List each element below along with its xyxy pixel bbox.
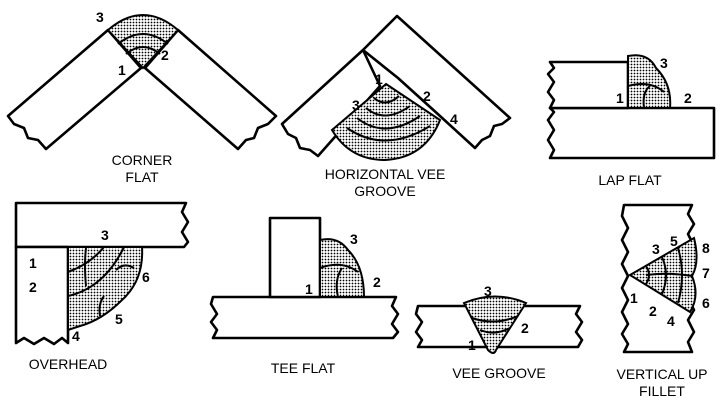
horizontal-vee-pass-label: 3 [352,97,360,113]
horizontal-vee-caption-line2: GROOVE [354,183,416,199]
vertical-up-caption: VERTICAL UP FILLET [607,366,717,400]
horizontal-vee-pass-line [346,125,431,142]
lap-bottom-plate [546,106,716,160]
overhead-pass-line [67,246,125,297]
overhead-diagram: 1 2 3 4 5 6 [14,201,190,346]
vee-pass-line [471,315,519,323]
overhead-pass-line [84,247,87,287]
vertical-up-pass-label: 7 [702,265,710,281]
overhead-pass-label: 4 [72,328,80,344]
lap-pass-label: 2 [684,90,692,106]
lap-pass-label: 1 [616,90,624,106]
tee-base-plate [209,295,400,340]
overhead-vertical-plate [14,245,70,346]
vee-pass-label: 2 [521,320,529,336]
horizontal-vee-pass-label: 4 [450,111,458,127]
vertical-up-caption-line1: VERTICAL UP [616,366,708,382]
vee-groove-caption: VEE GROOVE [452,365,546,381]
vertical-up-pass-label: 8 [702,240,710,256]
tee-pass-label: 3 [350,231,358,247]
vertical-up-pass-line [661,256,667,295]
horizontal-vee-right-plate [361,14,512,150]
corner-right-plate [143,28,278,151]
vertical-up-pass-label: 5 [670,233,678,249]
tee-pass-line [319,263,359,273]
vertical-up-pass-label: 3 [652,241,660,257]
corner-pass-label: 1 [118,62,126,78]
horizontal-vee-diagram: 1 2 3 4 [280,14,512,162]
corner-pass-label: 3 [96,9,104,25]
lap-flat-diagram: 1 2 3 [546,54,716,160]
overhead-pass-line [115,264,135,271]
vertical-up-pass-line [645,272,693,277]
corner-flat-diagram: 3 1 2 [6,9,278,151]
lap-pass-label: 3 [660,55,668,71]
horizontal-vee-pass-label: 1 [375,71,383,87]
vertical-up-pass-label: 4 [667,313,675,329]
overhead-pass-line [67,246,105,273]
overhead-pass-label: 1 [29,255,37,271]
horizontal-vee-caption-line1: HORIZONTAL VEE [324,166,446,182]
corner-flat-caption-line2: FLAT [125,169,159,185]
horizontal-vee-pass-label: 2 [423,88,431,104]
lap-pass-line [642,85,651,109]
tee-pass-label: 1 [305,281,313,297]
horizontal-vee-pass-line [365,105,411,117]
tee-pass-line [335,267,343,298]
lap-flat-caption: LAP FLAT [598,172,662,188]
corner-pass-line [117,33,169,45]
horizontal-vee-pass-line [373,95,400,104]
vertical-up-pass-label: 1 [630,290,638,306]
vertical-up-diagram: 1 2 3 4 5 6 7 8 [620,203,710,354]
lap-pass-line [627,83,665,93]
corner-flat-caption: CORNER FLAT [92,152,192,186]
corner-pass-label: 2 [161,47,169,63]
vee-groove-diagram: 3 1 2 [414,283,584,354]
overhead-pass-label: 3 [101,227,109,243]
overhead-pass-label: 2 [29,279,37,295]
corner-left-plate [6,28,143,151]
horizontal-vee-pass-line [356,115,421,130]
vee-pass-label: 3 [484,283,492,299]
vee-pass-label: 1 [468,337,476,353]
corner-flat-caption-line1: CORNER [111,152,173,168]
vertical-up-pass-label: 2 [649,303,657,319]
corner-pass-line [125,46,161,55]
horizontal-vee-left-plate [280,48,382,158]
vee-weld-bead [462,295,528,354]
corner-weld-bead [106,14,180,70]
vertical-up-pass-label: 6 [702,295,710,311]
tee-pass-label: 2 [373,274,381,290]
tee-flat-diagram: 1 2 3 [209,216,400,340]
horizontal-vee-caption: HORIZONTAL VEE GROOVE [310,166,460,200]
lap-weld-bead [627,54,672,109]
vertical-up-caption-line2: FILLET [639,383,685,399]
overhead-caption: OVERHEAD [28,356,108,372]
vee-pass-line [479,327,511,334]
overhead-pass-label: 6 [142,269,150,285]
overhead-weld-bead [67,246,144,332]
tee-flat-caption: TEE FLAT [270,360,336,376]
horizontal-vee-weld-bead [330,82,442,162]
overhead-pass-line [98,295,105,317]
overhead-pass-label: 5 [115,311,123,327]
